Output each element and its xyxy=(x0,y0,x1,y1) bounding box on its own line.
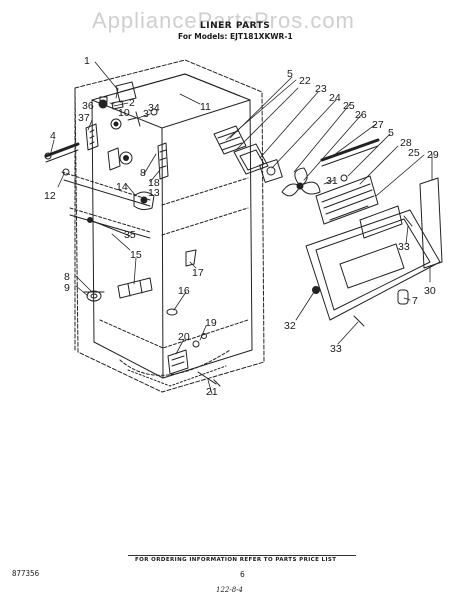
callout-29: 29 xyxy=(427,149,439,161)
callout-26: 26 xyxy=(355,109,367,121)
control-parts-cluster xyxy=(44,96,221,387)
document-code: 877356 xyxy=(12,569,40,578)
callout-17: 17 xyxy=(192,267,204,279)
callout-8-left: 8 xyxy=(64,271,70,283)
callout-8-mid: 8 xyxy=(140,167,146,179)
callout-labels: 1 2 3 4 5 5 7 8 8 9 10 11 12 13 14 15 16… xyxy=(44,55,439,398)
callout-4: 4 xyxy=(50,130,56,142)
page-title: LINER PARTS xyxy=(200,21,271,31)
ordering-note: FOR ORDERING INFORMATION REFER TO PARTS … xyxy=(135,557,337,563)
callout-19: 19 xyxy=(205,317,217,329)
watermark: AppliancePartsPros.com xyxy=(92,8,355,33)
callout-14: 14 xyxy=(116,181,128,193)
callout-28: 28 xyxy=(400,137,412,149)
page-number: 6 xyxy=(240,570,245,579)
callout-35: 35 xyxy=(124,229,136,241)
callout-2: 2 xyxy=(129,97,135,109)
callout-7: 7 xyxy=(412,295,418,307)
callout-27: 27 xyxy=(372,119,384,131)
callout-22: 22 xyxy=(299,75,311,87)
callout-30: 30 xyxy=(424,285,436,297)
revision-mark: 122-8-4 xyxy=(216,586,243,594)
callout-20: 20 xyxy=(178,331,190,343)
callout-32: 32 xyxy=(284,320,296,332)
callout-11: 11 xyxy=(200,101,211,113)
model-line: For Models: EJT181XKWR-1 xyxy=(178,32,293,41)
callout-34: 34 xyxy=(148,102,160,114)
callout-25-right: 25 xyxy=(408,147,420,159)
leader-lines xyxy=(49,61,433,395)
callout-25-top: 25 xyxy=(343,100,355,112)
callout-9: 9 xyxy=(64,282,70,294)
callout-24: 24 xyxy=(329,92,341,104)
callout-21: 21 xyxy=(206,386,218,398)
footer-divider xyxy=(128,555,356,556)
callout-36: 36 xyxy=(82,100,94,112)
callout-15: 15 xyxy=(130,249,142,261)
callout-23: 23 xyxy=(315,83,327,95)
callout-5-right: 5 xyxy=(388,127,394,139)
callout-18: 18 xyxy=(148,177,160,189)
callout-10: 10 xyxy=(118,107,130,119)
callout-16: 16 xyxy=(178,285,190,297)
callout-37: 37 xyxy=(78,112,90,124)
callout-3: 3 xyxy=(143,108,149,120)
callout-33-lower: 33 xyxy=(330,343,342,355)
callout-1: 1 xyxy=(84,55,90,67)
callout-33-upper: 33 xyxy=(398,241,410,253)
callout-13: 13 xyxy=(148,187,160,199)
callout-5-top: 5 xyxy=(287,68,293,80)
callout-12: 12 xyxy=(44,190,56,202)
callout-31: 31 xyxy=(326,175,338,187)
